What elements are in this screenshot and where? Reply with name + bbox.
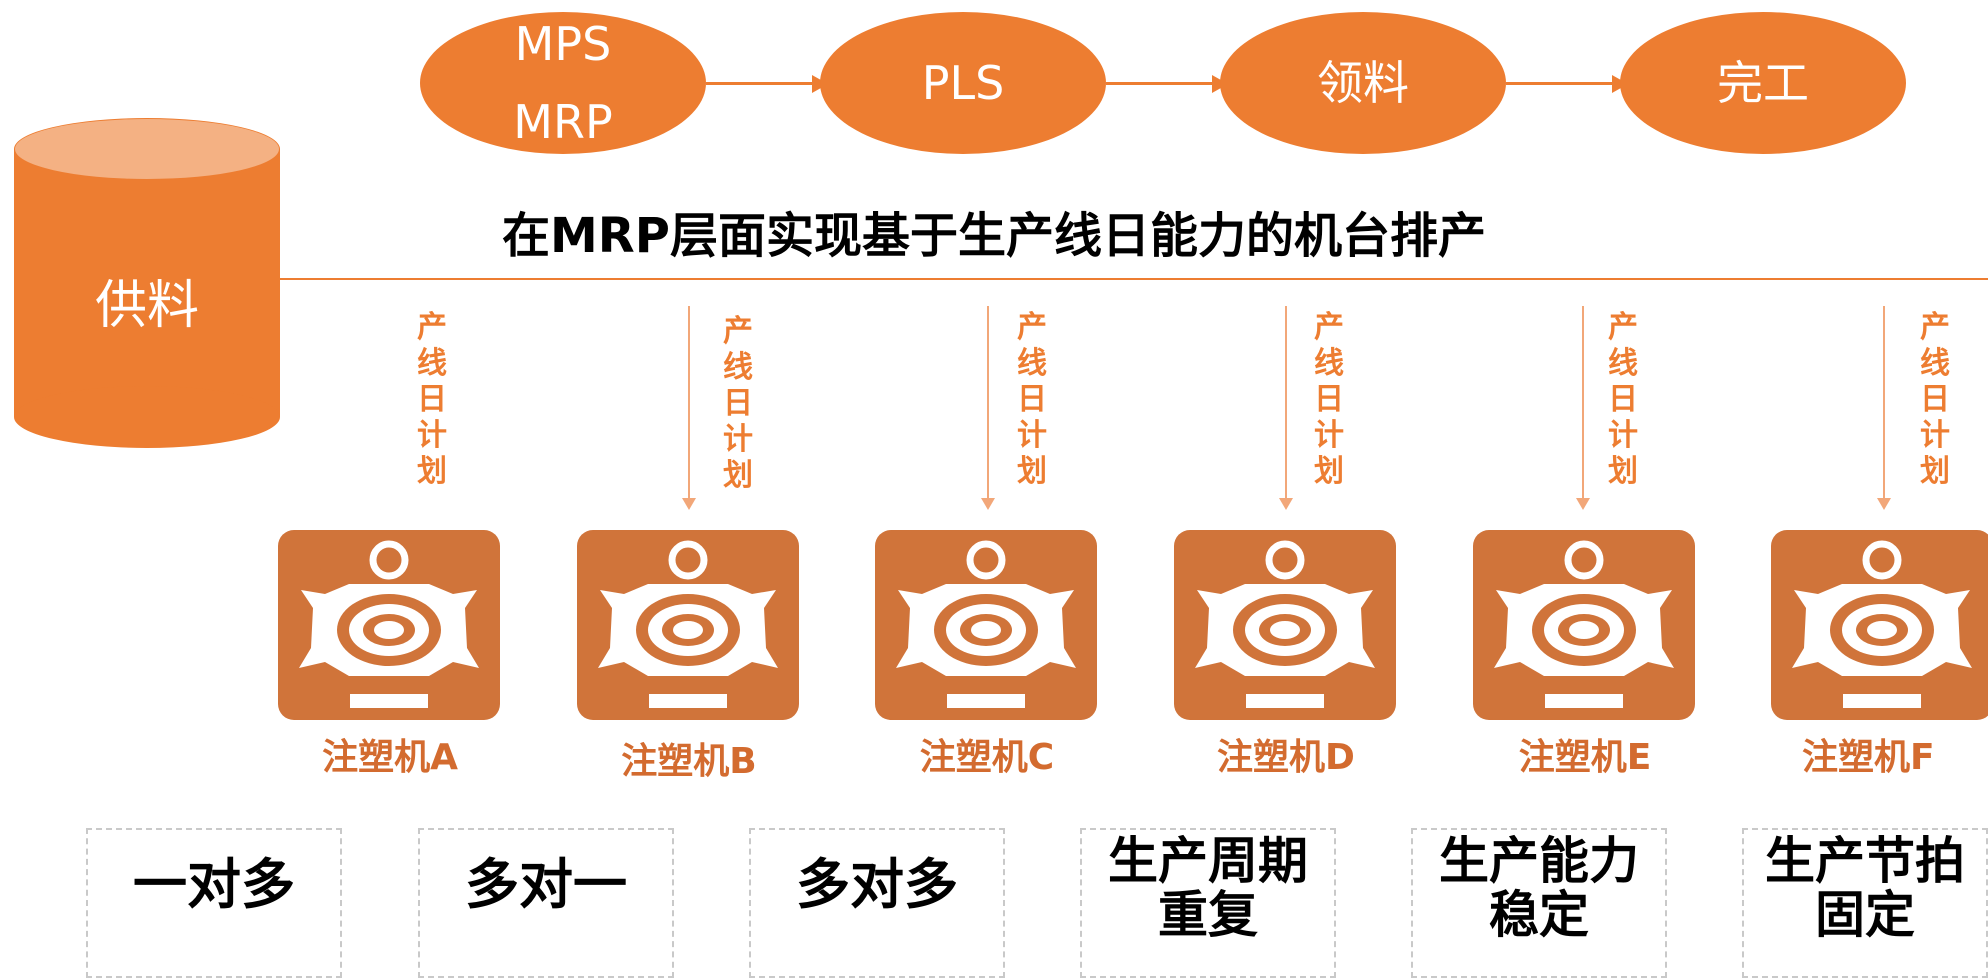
daily-plan-char: 产 [1920,310,1950,345]
daily-plan-char: 产 [1608,310,1638,345]
feature-card-many-to-one: 多对一 [418,828,674,978]
daily-plan-arrow-head [1576,498,1590,510]
daily-plan-label-a: 产 线 日 计 划 [412,310,452,490]
cylinder-body [14,149,280,417]
flow-node-line: MRP [513,95,613,149]
machine-d-icon [1174,530,1396,720]
daily-plan-char: 线 [417,346,447,381]
daily-plan-char: 划 [1920,454,1950,489]
feature-card-many-to-many: 多对多 [749,828,1005,978]
distribution-line [280,278,1988,280]
feature-card-one-to-many: 一对多 [86,828,342,978]
daily-plan-char: 划 [723,458,753,493]
feature-text: 生产周期 [1108,832,1308,890]
feature-card-capacity-stable: 生产能力 稳定 [1411,828,1667,978]
daily-plan-char: 划 [1608,454,1638,489]
daily-plan-arrow [1285,306,1287,500]
daily-plan-arrow-head [682,498,696,510]
daily-plan-char: 线 [723,350,753,385]
flow-node-pls: PLS [820,12,1106,154]
feature-text: 生产能力 [1439,832,1639,890]
daily-plan-label-f: 产 线 日 计 划 [1915,310,1955,490]
machine-f-label: 注塑机F [1802,737,1935,778]
flow-node-mps-mrp: MPS MRP [420,12,706,154]
daily-plan-arrow [987,306,989,500]
daily-plan-char: 线 [1920,346,1950,381]
daily-plan-char: 计 [723,422,753,457]
daily-plan-char: 线 [1608,346,1638,381]
feature-text: 稳定 [1489,886,1589,944]
flow-arrow [1106,82,1214,85]
daily-plan-char: 线 [1314,346,1344,381]
daily-plan-arrow [688,306,690,500]
feature-text: 多对一 [465,853,627,916]
flow-node-material: 领料 [1220,12,1506,154]
daily-plan-char: 计 [417,418,447,453]
feature-card-cycle-repeat: 生产周期 重复 [1080,828,1336,978]
machine-e-icon [1473,530,1695,720]
feature-text: 重复 [1158,886,1258,944]
flow-arrow [706,82,814,85]
feature-text: 多对多 [796,853,958,916]
machine-c-icon [875,530,1097,720]
headline: 在MRP层面实现基于生产线日能力的机台排产 [502,208,1486,264]
daily-plan-char: 划 [1314,454,1344,489]
daily-plan-char: 日 [1608,382,1638,417]
machine-d-label: 注塑机D [1217,737,1355,778]
cylinder-bottom [14,386,280,448]
daily-plan-arrow [1883,306,1885,500]
daily-plan-arrow-head [1279,498,1293,510]
daily-plan-char: 计 [1017,418,1047,453]
flow-node-line: 完工 [1717,56,1809,110]
daily-plan-char: 产 [723,314,753,349]
flow-arrow [1506,82,1614,85]
daily-plan-arrow [1582,306,1584,500]
daily-plan-char: 计 [1608,418,1638,453]
daily-plan-char: 计 [1920,418,1950,453]
daily-plan-char: 日 [1920,382,1950,417]
daily-plan-char: 日 [723,386,753,421]
daily-plan-label-d: 产 线 日 计 划 [1309,310,1349,490]
cylinder-top [14,118,280,180]
machine-e-label: 注塑机E [1518,737,1652,778]
daily-plan-char: 日 [417,382,447,417]
feature-text: 生产节拍 [1765,832,1965,890]
machine-f-icon [1771,530,1988,720]
supply-cylinder: 供料 [14,118,280,448]
daily-plan-char: 产 [1017,310,1047,345]
daily-plan-label-c: 产 线 日 计 划 [1012,310,1052,490]
flow-node-complete: 完工 [1620,12,1906,154]
feature-text: 一对多 [133,853,295,916]
daily-plan-char: 日 [1017,382,1047,417]
feature-text: 固定 [1815,886,1915,944]
daily-plan-arrow-head [981,498,995,510]
machine-a-label: 注塑机A [322,737,458,778]
daily-plan-label-b: 产 线 日 计 划 [718,314,758,494]
daily-plan-char: 划 [417,454,447,489]
daily-plan-char: 划 [1017,454,1047,489]
daily-plan-arrow-head [1877,498,1891,510]
flow-node-line: MPS [514,17,612,71]
daily-plan-char: 产 [1314,310,1344,345]
daily-plan-label-e: 产 线 日 计 划 [1603,310,1643,490]
supply-label: 供料 [94,276,199,336]
daily-plan-char: 产 [417,310,447,345]
daily-plan-char: 线 [1017,346,1047,381]
flow-node-line: 领料 [1317,56,1409,110]
daily-plan-char: 计 [1314,418,1344,453]
machine-c-label: 注塑机C [919,737,1055,778]
feature-card-takt-fixed: 生产节拍 固定 [1742,828,1988,978]
daily-plan-char: 日 [1314,382,1344,417]
flow-node-line: PLS [921,56,1005,110]
machine-b-label: 注塑机B [621,741,757,782]
machine-b-icon [577,530,799,720]
machine-a-icon [278,530,500,720]
